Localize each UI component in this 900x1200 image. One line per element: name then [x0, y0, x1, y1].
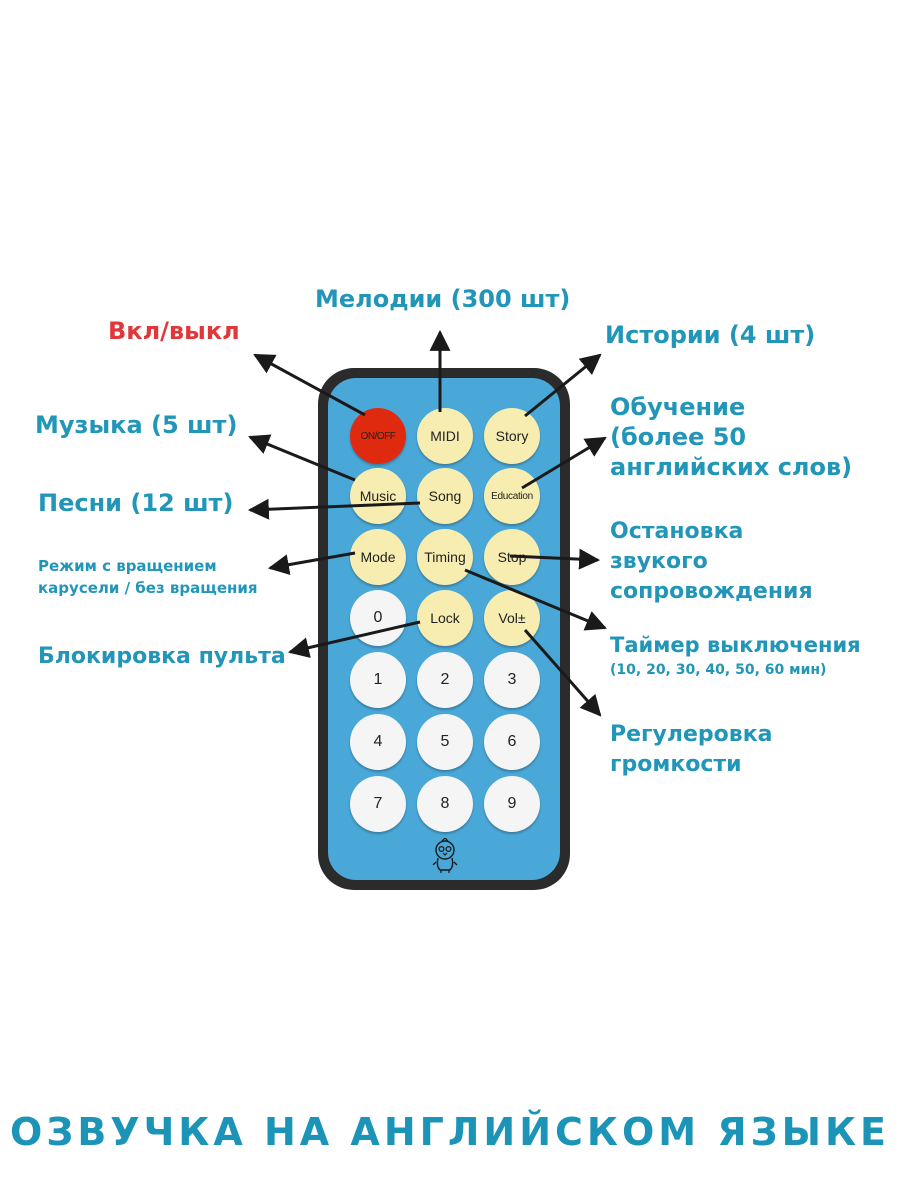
label-education-line-1: Обучение — [610, 393, 746, 421]
label-lock: Блокировка пульта — [38, 644, 286, 669]
label-stop-line-3: сопровождения — [610, 579, 813, 604]
digit-7-button[interactable]: 7 — [350, 776, 406, 832]
label-volume: Регулеровка громкости — [610, 720, 772, 780]
digit-3-button[interactable]: 3 — [484, 652, 540, 708]
label-timer-line-2: (10, 20, 30, 40, 50, 60 мин) — [610, 662, 827, 678]
label-on-off: Вкл/выкл — [108, 317, 240, 345]
label-mode-line-1: Режим с вращением — [38, 557, 217, 575]
midi-button[interactable]: MIDI — [417, 408, 473, 464]
arrow-stop — [509, 548, 601, 570]
arrow-music — [248, 434, 356, 482]
remote-face: ON/OFF MIDI Story Music Song Education M… — [328, 378, 560, 880]
mode-button[interactable]: Mode — [350, 529, 406, 585]
label-education-line-3: английских слов) — [610, 453, 853, 481]
digit-8-button[interactable]: 8 — [417, 776, 473, 832]
digit-1-button[interactable]: 1 — [350, 652, 406, 708]
label-songs: Песни (12 шт) — [38, 489, 234, 517]
arrow-timer — [464, 568, 607, 631]
arrow-on-off — [253, 353, 366, 417]
remote-control: ON/OFF MIDI Story Music Song Education M… — [318, 368, 570, 890]
label-mode-line-2: карусели / без вращения — [38, 579, 258, 597]
arrow-songs — [247, 498, 421, 520]
label-melodies: Мелодии (300 шт) — [315, 285, 571, 313]
digit-2-button[interactable]: 2 — [417, 652, 473, 708]
label-stories: Истории (4 шт) — [605, 321, 816, 349]
label-music: Музыка (5 шт) — [35, 411, 238, 439]
label-volume-line-1: Регулеровка — [610, 722, 773, 747]
label-timer: Таймер выключения (10, 20, 30, 40, 50, 6… — [610, 630, 861, 680]
digit-4-button[interactable]: 4 — [350, 714, 406, 770]
arrow-lock — [287, 620, 421, 658]
label-timer-line-1: Таймер выключения — [610, 633, 861, 657]
arrow-stories — [524, 353, 602, 418]
story-button[interactable]: Story — [484, 408, 540, 464]
digit-6-button[interactable]: 6 — [484, 714, 540, 770]
owl-mascot-icon — [432, 838, 458, 873]
label-stop-line-2: звукого — [610, 549, 708, 574]
arrow-volume — [523, 629, 602, 717]
arrow-mode — [267, 551, 356, 576]
arrow-education — [521, 436, 607, 490]
on-off-button[interactable]: ON/OFF — [350, 408, 406, 464]
label-education: Обучение (более 50 английских слов) — [610, 392, 852, 482]
footer-caption: ОЗВУЧКА НА АНГЛИЙСКОМ ЯЗЫКЕ — [10, 1110, 890, 1154]
label-stop-line-1: Остановка — [610, 519, 744, 544]
music-button[interactable]: Music — [350, 468, 406, 524]
label-education-line-2: (более 50 — [610, 423, 747, 451]
label-volume-line-2: громкости — [610, 752, 742, 777]
label-mode: Режим с вращением карусели / без вращени… — [38, 555, 258, 599]
digit-5-button[interactable]: 5 — [417, 714, 473, 770]
education-button[interactable]: Education — [484, 468, 540, 524]
timing-button[interactable]: Timing — [417, 529, 473, 585]
digit-9-button[interactable]: 9 — [484, 776, 540, 832]
lock-button[interactable]: Lock — [417, 590, 473, 646]
label-stop: Остановка звукого сопровождения — [610, 517, 813, 607]
song-button[interactable]: Song — [417, 468, 473, 524]
